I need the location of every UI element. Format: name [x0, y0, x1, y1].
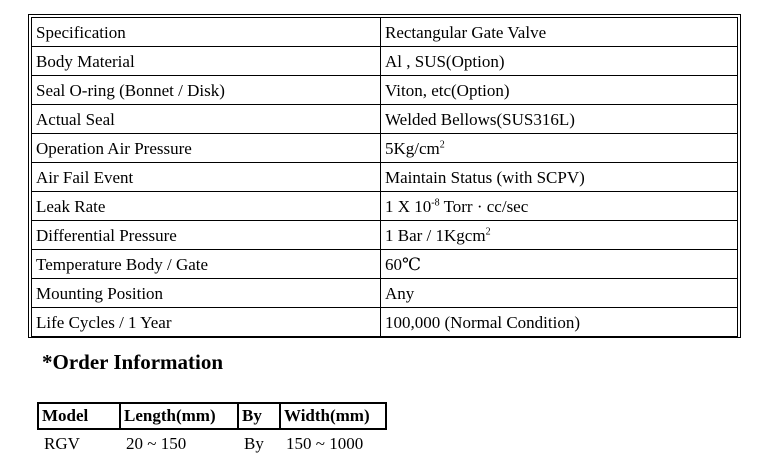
spec-label: Mounting Position [31, 278, 381, 308]
spec-label: Air Fail Event [31, 162, 381, 192]
spec-label: Differential Pressure [31, 220, 381, 250]
order-information-table: Model Length(mm) By Width(mm) RGV 20 ~ 1… [37, 402, 387, 454]
spec-value: 100,000 (Normal Condition) [380, 307, 738, 337]
superscript: -8 [431, 196, 440, 208]
spec-value: Al , SUS(Option) [380, 46, 738, 76]
spec-value: Any [380, 278, 738, 308]
table-row: Temperature Body / Gate 60℃ [31, 249, 738, 279]
superscript: 2 [485, 225, 491, 237]
table-row: Air Fail Event Maintain Status (with SCP… [31, 162, 738, 192]
order-cell-by: By [244, 434, 264, 453]
column-header-model: Model [37, 402, 121, 430]
table-row: Leak Rate 1 X 10-8 Torr · cc/sec [31, 191, 738, 221]
spec-label: Specification [31, 17, 381, 47]
spec-value: 1 Bar / 1Kgcm2 [380, 220, 738, 250]
table-row: Specification Rectangular Gate Valve [31, 17, 738, 47]
spec-label: Leak Rate [31, 191, 381, 221]
column-header-by: By [237, 402, 281, 430]
specification-table: Specification Rectangular Gate Valve Bod… [31, 17, 738, 337]
spec-value: 5Kg/cm2 [380, 133, 738, 163]
spec-label: Temperature Body / Gate [31, 249, 381, 279]
spec-label: Life Cycles / 1 Year [31, 307, 381, 337]
table-row: Life Cycles / 1 Year 100,000 (Normal Con… [31, 307, 738, 337]
spec-value: Viton, etc(Option) [380, 75, 738, 105]
spec-value: Maintain Status (with SCPV) [380, 162, 738, 192]
table-row: Actual Seal Welded Bellows(SUS316L) [31, 104, 738, 134]
spec-label: Operation Air Pressure [31, 133, 381, 163]
order-cell-model: RGV [44, 434, 80, 453]
spec-value: 1 X 10-8 Torr · cc/sec [380, 191, 738, 221]
spec-label: Seal O-ring (Bonnet / Disk) [31, 75, 381, 105]
table-row: Mounting Position Any [31, 278, 738, 308]
spec-label: Actual Seal [31, 104, 381, 134]
spec-value-text: 5Kg/cm [385, 138, 440, 158]
superscript: 2 [439, 138, 445, 150]
order-information-heading: *Order Information [42, 350, 224, 374]
spec-value-text: Torr · cc/sec [439, 196, 529, 216]
table-row: Body Material Al , SUS(Option) [31, 46, 738, 76]
specification-table-frame: Specification Rectangular Gate Valve Bod… [28, 14, 741, 338]
spec-value: Rectangular Gate Valve [380, 17, 738, 47]
order-cell-length: 20 ~ 150 [126, 434, 187, 453]
column-header-length: Length(mm) [119, 402, 239, 430]
spec-label: Body Material [31, 46, 381, 76]
order-cell-width: 150 ~ 1000 [286, 434, 364, 453]
spec-value: Welded Bellows(SUS316L) [380, 104, 738, 134]
spec-value: 60℃ [380, 249, 738, 279]
table-row: Differential Pressure 1 Bar / 1Kgcm2 [31, 220, 738, 250]
table-row: Seal O-ring (Bonnet / Disk) Viton, etc(O… [31, 75, 738, 105]
table-header-row: Model Length(mm) By Width(mm) [37, 402, 387, 430]
spec-value-text: 1 Bar / 1Kgcm [385, 225, 486, 245]
column-header-width: Width(mm) [279, 402, 387, 430]
spec-value-prefix: 1 X 10 [385, 196, 432, 216]
table-row: Operation Air Pressure 5Kg/cm2 [31, 133, 738, 163]
table-row: RGV 20 ~ 150 By 150 ~ 1000 [38, 429, 386, 454]
